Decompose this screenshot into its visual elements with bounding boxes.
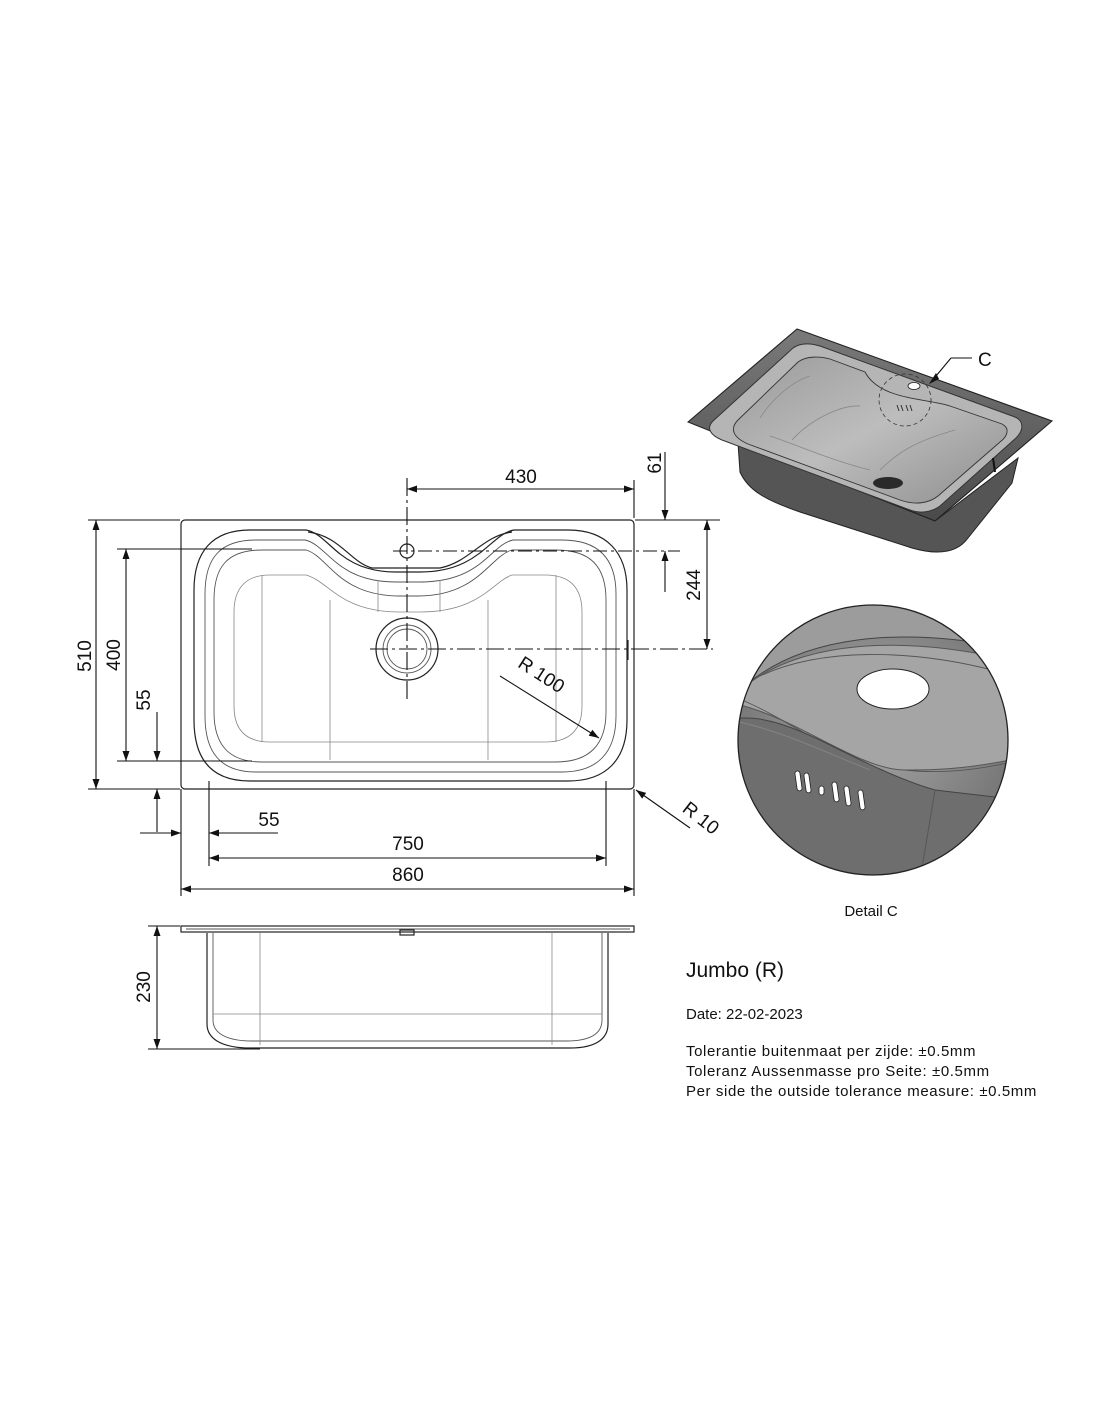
bowl-profile	[206, 933, 609, 1049]
dim-430: 430	[505, 467, 537, 488]
top-view	[180, 478, 713, 790]
dim-400: 400	[104, 639, 125, 671]
dim-55-vertical: 55	[134, 689, 155, 710]
dim-55-horizontal: 55	[258, 810, 279, 831]
detail-c: Detail C	[737, 604, 1009, 920]
drawing-date: Date: 22-02-2023	[686, 1006, 803, 1023]
tolerance-en: Per side the outside tolerance measure: …	[686, 1083, 1037, 1100]
bowl-outline	[193, 529, 628, 782]
side-view	[180, 925, 635, 1049]
tolerance-nl: Tolerantie buitenmaat per zijde: ±0.5mm	[686, 1043, 976, 1060]
product-title: Jumbo (R)	[686, 959, 784, 982]
iso-view: C	[686, 328, 1054, 553]
dimensions: 430 61 244 510 400 55 55	[75, 452, 723, 1050]
dim-244: 244	[684, 569, 705, 601]
detail-tap-hole	[856, 668, 930, 710]
detail-caption: Detail C	[844, 903, 898, 920]
iso-tap-hole	[907, 382, 921, 390]
dim-510: 510	[75, 640, 96, 672]
overflow-slots	[794, 770, 866, 811]
dim-r100: R 100	[514, 653, 568, 698]
dim-750: 750	[392, 834, 424, 855]
detail-callout-label: C	[978, 350, 992, 371]
info-block: Jumbo (R) Date: 22-02-2023 Tolerantie bu…	[686, 959, 1037, 1100]
dim-61: 61	[645, 452, 666, 473]
dim-860: 860	[392, 865, 424, 886]
iso-waste	[873, 477, 903, 489]
dim-230: 230	[134, 971, 155, 1003]
tolerance-de: Toleranz Aussenmasse pro Seite: ±0.5mm	[686, 1063, 990, 1080]
dim-r10: R 10	[678, 798, 723, 839]
